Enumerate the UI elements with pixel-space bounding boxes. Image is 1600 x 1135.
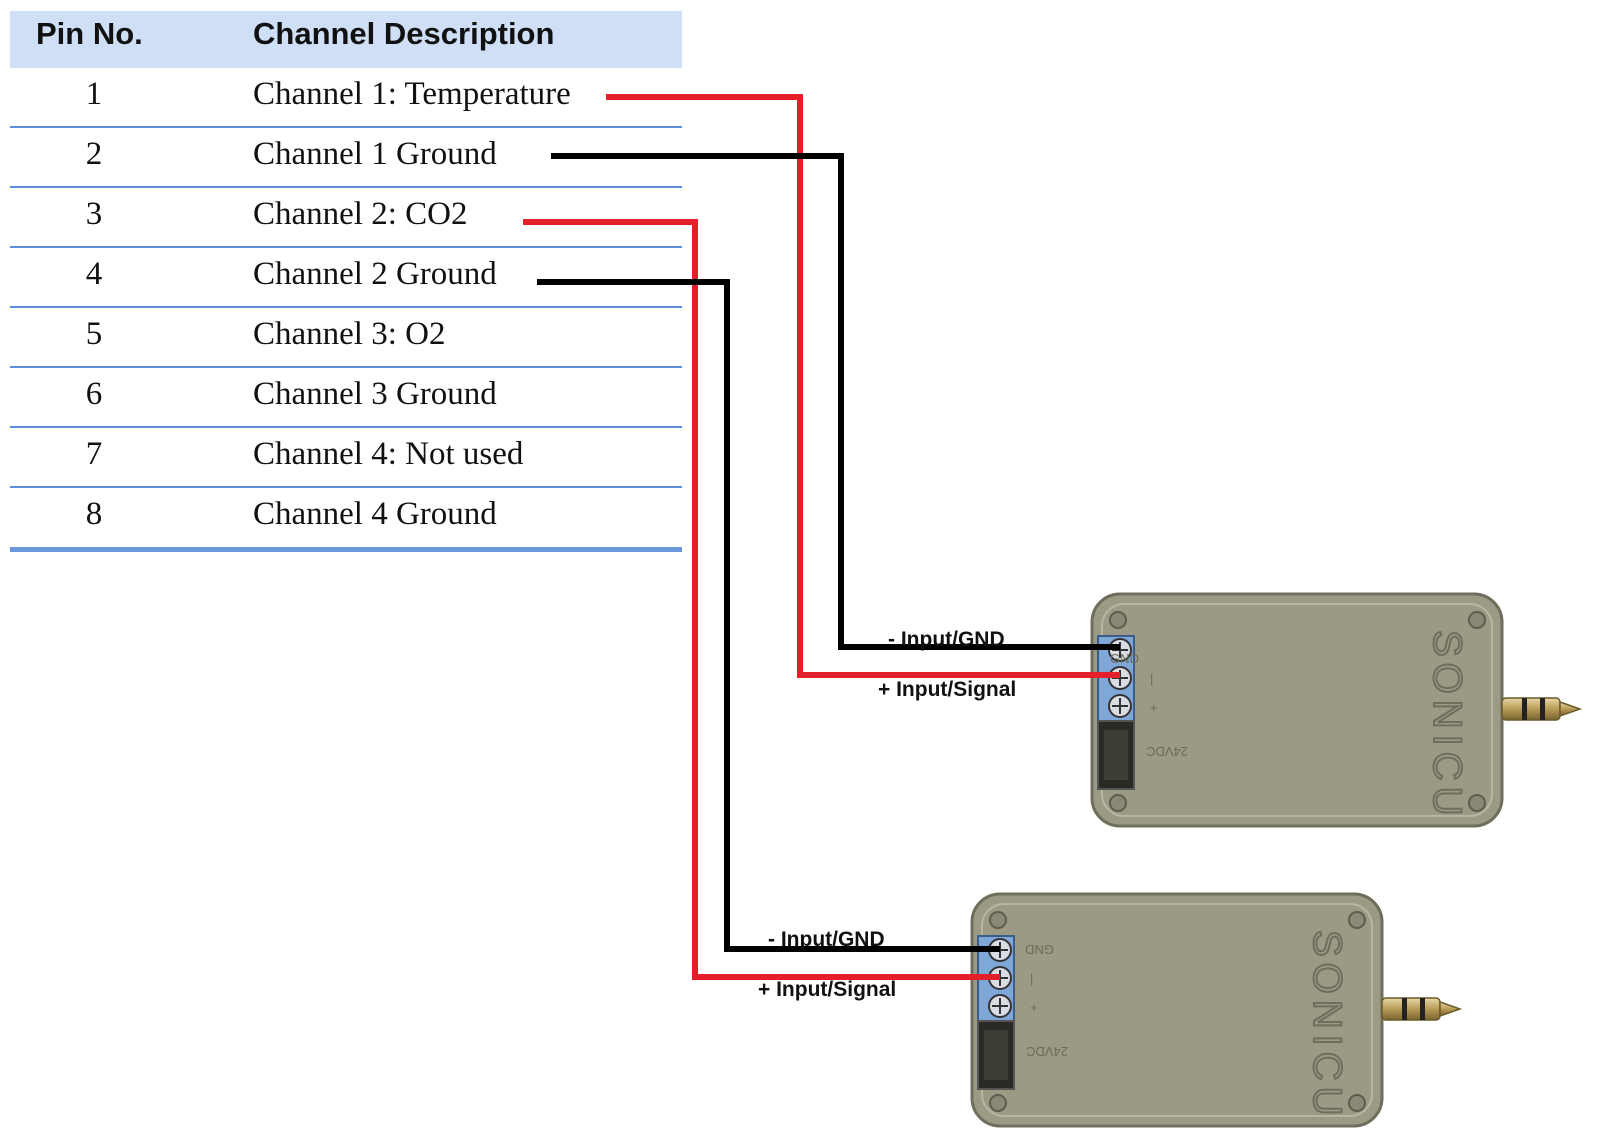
- channel-description: Channel 1: Temperature: [253, 76, 571, 112]
- screw-icon: [1468, 794, 1486, 812]
- terminal-plus-label: +: [1030, 1000, 1038, 1015]
- screw-icon: [989, 1094, 1007, 1112]
- channel-description: Channel 2 Ground: [253, 256, 497, 292]
- pin-number: 8: [85, 496, 103, 532]
- signal-wire-channel-1: [606, 94, 1120, 678]
- sensor-device-1: GND | + 24VDC SONICU: [1090, 592, 1583, 828]
- sensor-device-2: GND | + 24VDC SONICU: [970, 892, 1463, 1128]
- power-label: 24VDC: [1026, 1044, 1068, 1059]
- pin-number: 2: [85, 136, 103, 172]
- gnd-wire-label-device-2: - Input/GND: [768, 928, 885, 951]
- terminal-gnd-label: GND: [1110, 651, 1139, 666]
- pin-number: 3: [85, 196, 103, 232]
- table-row: 2 Channel 1 Ground: [10, 128, 682, 188]
- screw-icon: [1468, 611, 1486, 629]
- table-row: 8 Channel 4 Ground: [10, 488, 682, 552]
- screw-icon: [1109, 794, 1127, 812]
- signal-wire-label-device-2: + Input/Signal: [758, 978, 896, 1001]
- brand-logo: SONICU: [1305, 930, 1349, 1122]
- jack-plug: [1501, 697, 1561, 721]
- signal-wire-label-device-1: + Input/Signal: [878, 678, 1016, 701]
- pin-table: Pin No. Channel Description 1 Channel 1:…: [10, 11, 682, 552]
- pin-number: 5: [85, 316, 103, 352]
- table-row: 5 Channel 3: O2: [10, 308, 682, 368]
- screw-icon: [1348, 1094, 1366, 1112]
- terminal-plus-label: +: [1150, 700, 1158, 715]
- channel-description: Channel 3 Ground: [253, 376, 497, 412]
- jack-plug: [1381, 997, 1441, 1021]
- channel-description: Channel 3: O2: [253, 316, 446, 352]
- table-row: 4 Channel 2 Ground: [10, 248, 682, 308]
- pin-number: 7: [85, 436, 103, 472]
- channel-description: Channel 4 Ground: [253, 496, 497, 532]
- table-row: 1 Channel 1: Temperature: [10, 68, 682, 128]
- table-row: 3 Channel 2: CO2: [10, 188, 682, 248]
- table-header: Pin No. Channel Description: [10, 11, 682, 68]
- gnd-wire-label-device-1: - Input/GND: [888, 628, 1005, 651]
- terminal-minus-label: |: [1150, 671, 1153, 686]
- table-row: 7 Channel 4: Not used: [10, 428, 682, 488]
- channel-description: Channel 2: CO2: [253, 196, 468, 232]
- screw-icon: [989, 911, 1007, 929]
- table-row: 6 Channel 3 Ground: [10, 368, 682, 428]
- ground-wire-channel-2: [537, 279, 1000, 952]
- header-channel-description: Channel Description: [253, 16, 555, 51]
- ground-wire-channel-1: [551, 153, 1120, 650]
- power-label: 24VDC: [1146, 744, 1188, 759]
- terminal-minus-label: |: [1030, 971, 1033, 986]
- pin-number: 6: [85, 376, 103, 412]
- brand-logo: SONICU: [1425, 630, 1469, 822]
- pin-number: 4: [85, 256, 103, 292]
- channel-description: Channel 1 Ground: [253, 136, 497, 172]
- screw-icon: [1348, 911, 1366, 929]
- screw-icon: [1109, 611, 1127, 629]
- channel-description: Channel 4: Not used: [253, 436, 524, 472]
- signal-wire-channel-2: [523, 219, 1000, 980]
- pin-number: 1: [85, 76, 103, 112]
- header-pin-no: Pin No.: [36, 16, 143, 51]
- terminal-gnd-label: GND: [1025, 942, 1054, 957]
